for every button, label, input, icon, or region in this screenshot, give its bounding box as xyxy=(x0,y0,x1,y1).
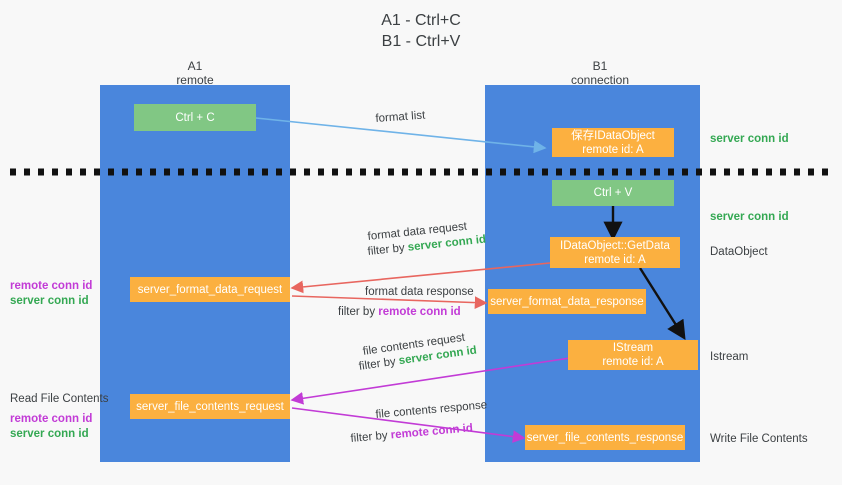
arrow-format-data-response xyxy=(291,295,488,309)
left-label-file-remote-conn-id: remote conn id xyxy=(10,413,93,425)
arrow-format-data-request xyxy=(290,261,561,294)
filter-prefix: filter by xyxy=(338,306,379,318)
left-label-format-remote-conn-id: remote conn id xyxy=(10,280,93,292)
box-server-format-data-request[interactable]: server_format_data_request xyxy=(130,277,290,302)
box-idataobject-getdata[interactable]: IDataObject::GetData remote id: A xyxy=(550,237,680,268)
arrow-label-format-data-response-filter: filter by remote conn id xyxy=(338,305,461,319)
left-label-file-server-conn-id: server conn id xyxy=(10,428,89,440)
arrow-format-list xyxy=(255,117,547,154)
column-header-b1: B1 connection xyxy=(570,59,630,87)
right-label-write-file-contents: Write File Contents xyxy=(710,433,808,445)
arrow-file-contents-request xyxy=(290,357,571,405)
filter-value-remote-conn-id: remote conn id xyxy=(378,306,461,318)
arrow-label-format-data-response: format data response xyxy=(365,286,474,298)
box-server-format-data-response[interactable]: server_format_data_response xyxy=(488,289,646,314)
page-title: A1 - Ctrl+C B1 - Ctrl+V xyxy=(381,12,461,50)
arrow-file-contents-response xyxy=(291,407,526,443)
right-label-istream: Istream xyxy=(710,351,749,363)
box-server-file-contents-response[interactable]: server_file_contents_response xyxy=(525,425,685,450)
box-istream[interactable]: IStream remote id: A xyxy=(568,340,698,370)
left-label-read-file-contents: Read File Contents xyxy=(10,393,109,405)
box-ctrl-v[interactable]: Ctrl + V xyxy=(552,180,674,206)
box-server-file-contents-request[interactable]: server_file_contents_request xyxy=(130,394,290,419)
right-label-dataobject: DataObject xyxy=(710,246,768,258)
arrow-getdata-to-istream xyxy=(638,267,686,341)
left-label-format-server-conn-id: server conn id xyxy=(10,295,89,307)
box-save-idataobject[interactable]: 保存IDataObject remote id: A xyxy=(552,128,674,157)
column-header-a1: A1 remote xyxy=(176,59,214,87)
filter-prefix: filter by xyxy=(350,429,392,445)
right-label-server-conn-id-top: server conn id xyxy=(710,133,789,145)
box-ctrl-c[interactable]: Ctrl + C xyxy=(134,104,256,131)
right-label-server-conn-id-second: server conn id xyxy=(710,211,789,223)
